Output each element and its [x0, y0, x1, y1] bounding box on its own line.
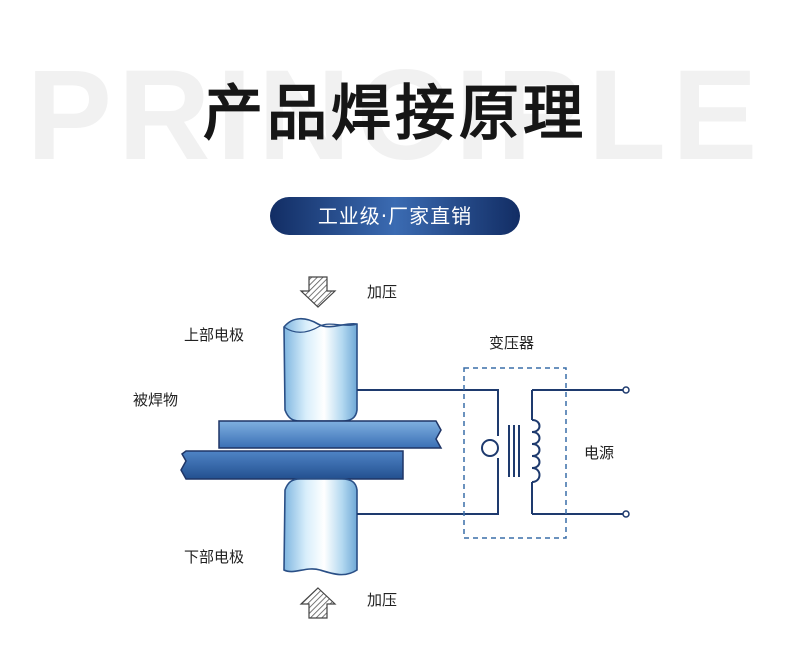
pressure-arrow-bottom-icon — [299, 587, 337, 619]
tagline-badge: 工业级·厂家直销 — [270, 197, 520, 235]
power-source-label: 电源 — [584, 444, 615, 462]
background-watermark-word: PRINCIPLE — [26, 44, 764, 187]
pressure-top-label: 加压 — [367, 283, 398, 301]
upper-electrode — [283, 317, 358, 422]
workpiece-label: 被焊物 — [133, 391, 179, 409]
lower-electrode-label: 下部电极 — [184, 548, 245, 566]
page-title: 产品焊接原理 — [203, 79, 587, 149]
circuit-wires — [357, 389, 624, 515]
upper-electrode-label: 上部电极 — [184, 326, 245, 344]
workpiece-plates — [180, 420, 443, 480]
transformer-symbol — [463, 367, 567, 539]
lower-electrode — [283, 478, 358, 576]
pressure-bottom-label: 加压 — [367, 591, 398, 609]
power-terminals — [622, 386, 630, 518]
pressure-arrow-top-icon — [299, 276, 337, 308]
transformer-label: 变压器 — [489, 334, 535, 352]
